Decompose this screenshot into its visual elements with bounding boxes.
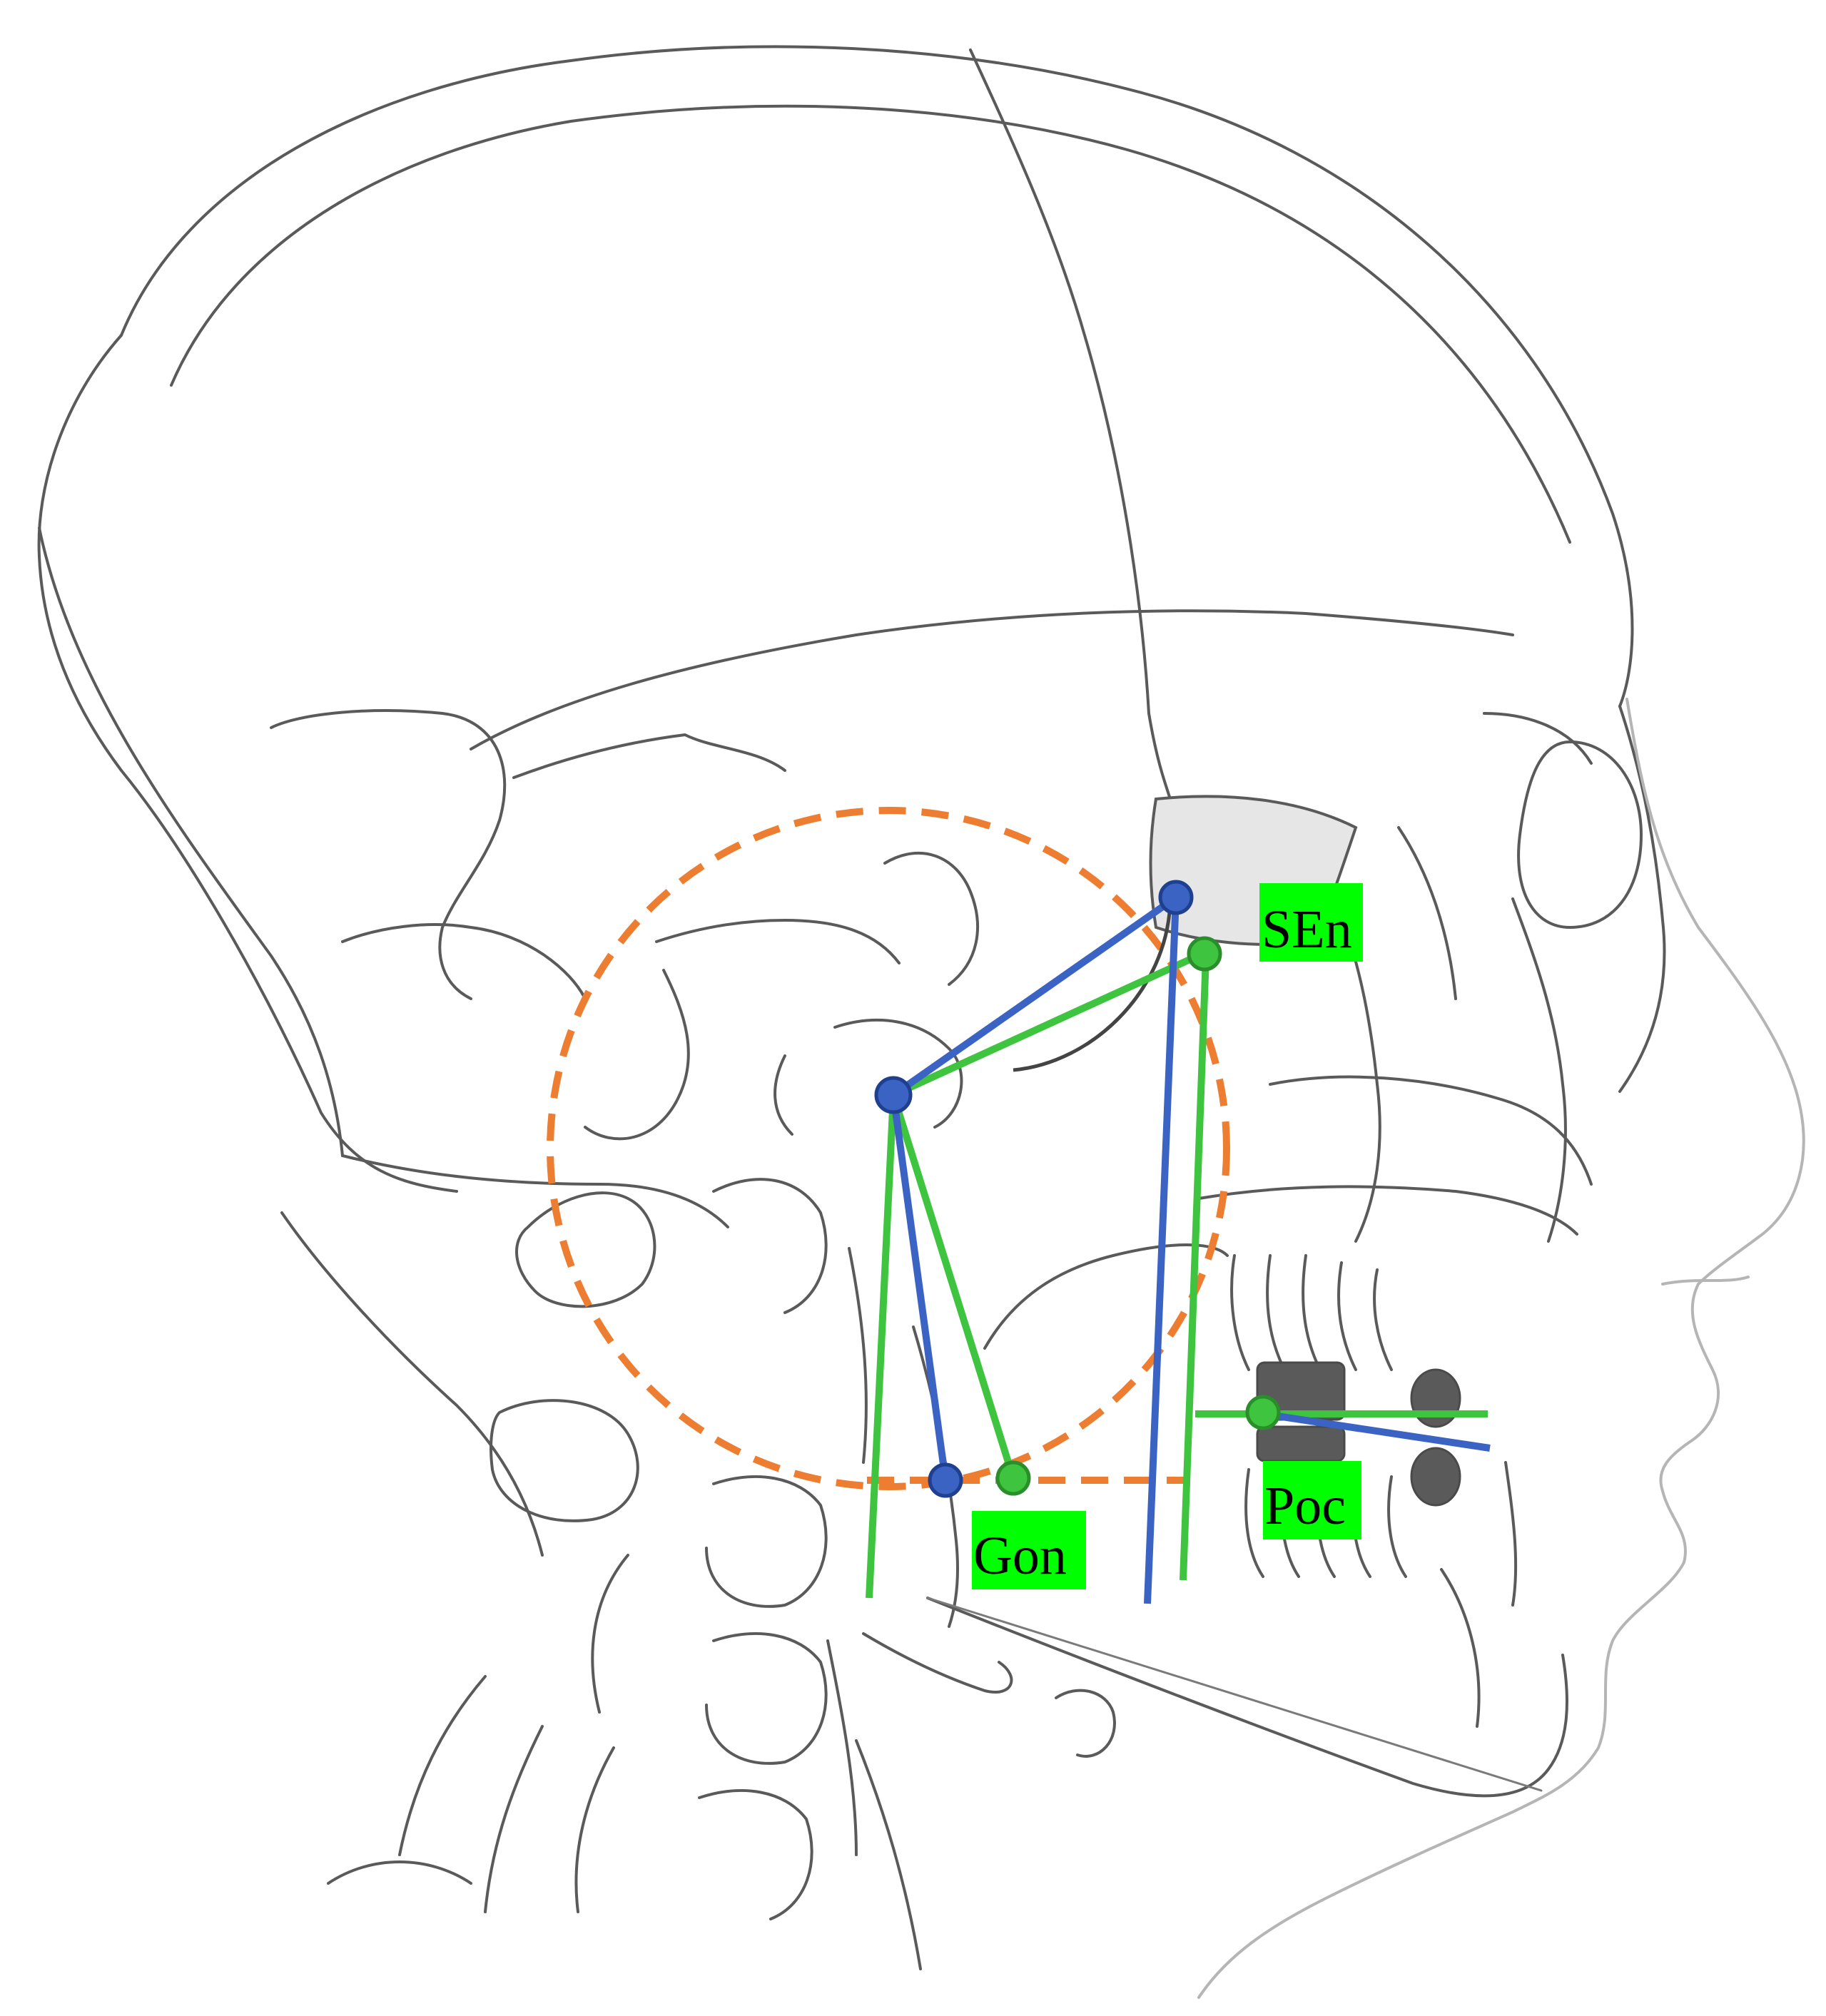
label-poc-background: [1263, 1461, 1361, 1539]
label-gon: Gon: [972, 1511, 1086, 1589]
label-gon-background: [972, 1511, 1086, 1589]
soft-tissue-profile: [1197, 698, 1805, 1999]
label-sen-text: SEn: [1262, 900, 1352, 959]
premolar-shading-lower: [1410, 1447, 1461, 1507]
skull-outline-drawing: [37, 45, 1666, 1970]
label-sen: SEn: [1259, 883, 1363, 962]
gonion-point-blue: [928, 1462, 963, 1498]
label-gon-text: Gon: [973, 1526, 1067, 1586]
green-line-sella-to-gon: [890, 1094, 1017, 1480]
green-line-vertical-right: [1180, 955, 1209, 1581]
sella-point-blue: [874, 1076, 913, 1114]
angle-arc: [1013, 902, 1172, 1072]
blue-line-vertical: [1144, 897, 1180, 1604]
green-measurement-lines: [866, 950, 1488, 1599]
label-sen-background: [1259, 883, 1363, 962]
orange-dashed-circle: [547, 807, 1230, 1490]
blue-measurement-lines: [890, 894, 1491, 1604]
gon-point-green: [995, 1460, 1031, 1496]
lower-molar-shading: [1256, 1425, 1346, 1462]
green-line-sella-to-sen: [891, 950, 1204, 1099]
premolar-shading-upper: [1410, 1368, 1461, 1428]
blue-line-sella-to-nasion: [891, 894, 1178, 1099]
green-line-vertical-left: [866, 1094, 897, 1599]
nasion-point-blue: [1158, 880, 1194, 915]
blue-line-sella-to-gonion: [890, 1094, 949, 1481]
label-poc: Poc: [1263, 1461, 1361, 1539]
blue-line-occlusal: [1262, 1410, 1491, 1452]
poc-point-green: [1245, 1395, 1281, 1430]
sen-point-green: [1187, 936, 1222, 972]
label-poc-text: Poc: [1264, 1476, 1346, 1536]
landmark-points: [874, 880, 1281, 1498]
